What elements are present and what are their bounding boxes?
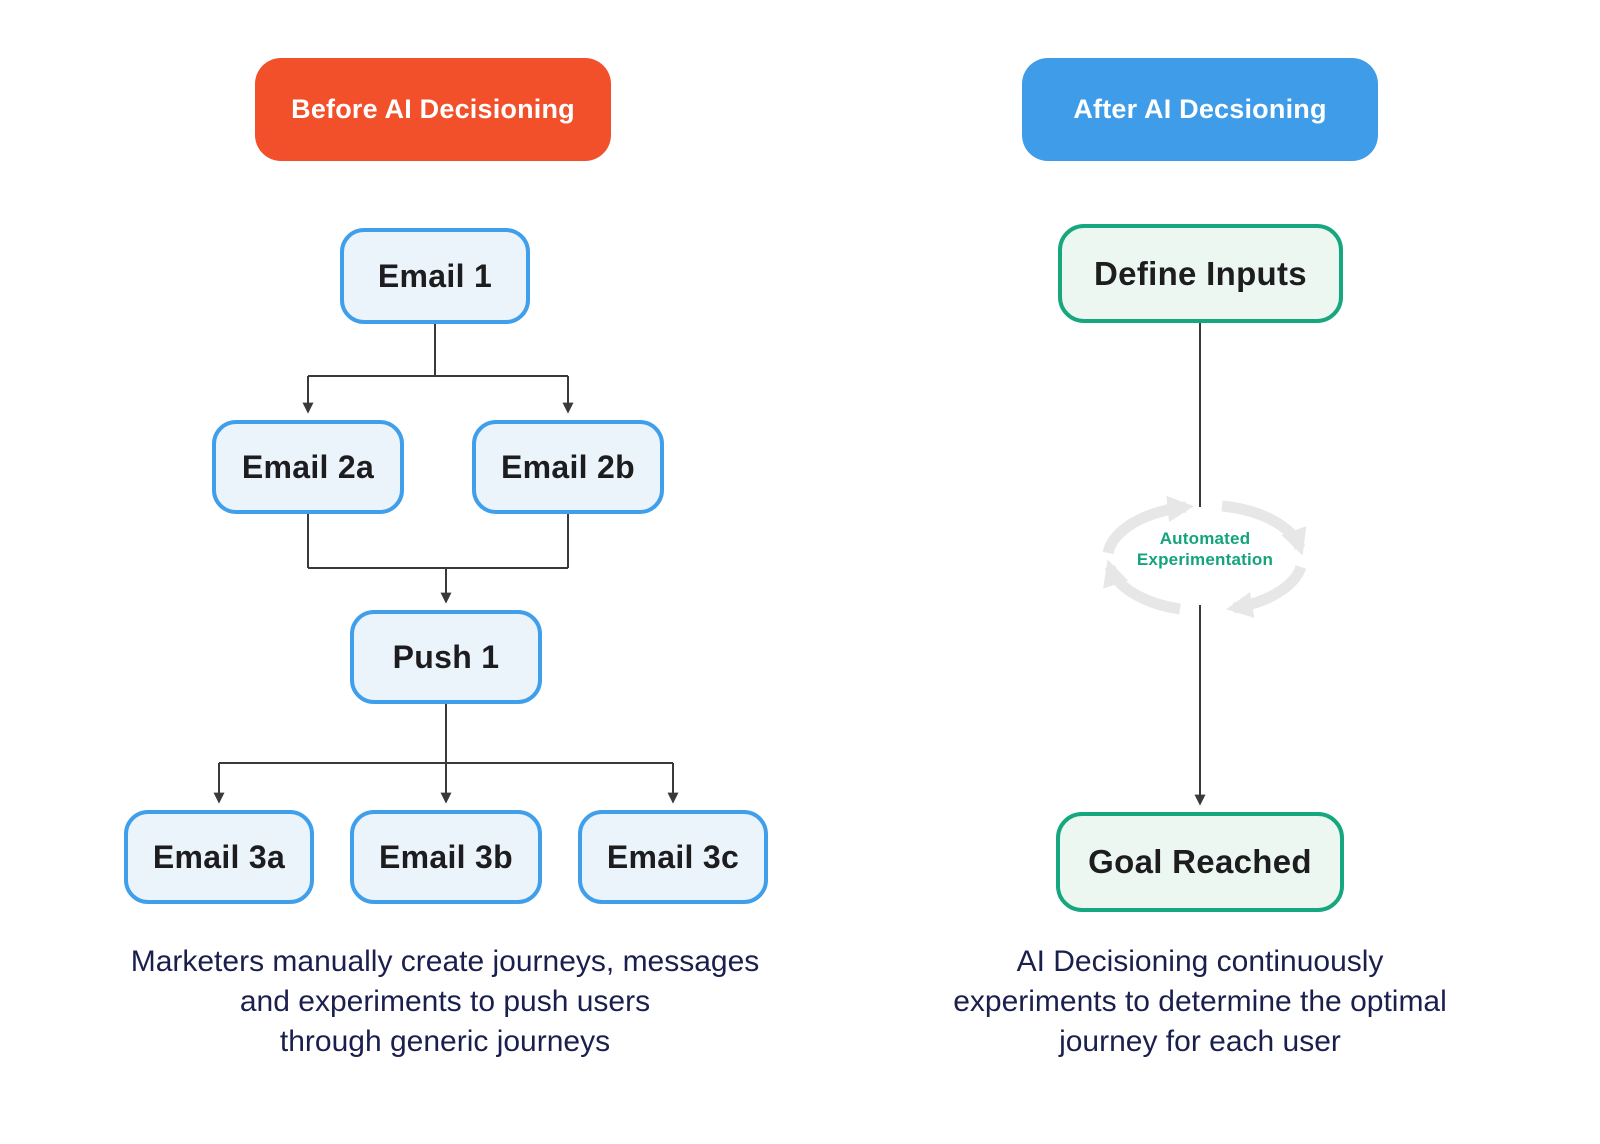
node-email-1-label: Email 1 — [377, 257, 493, 294]
left-caption: Marketers manually create journeys, mess… — [55, 942, 835, 1062]
node-push-1-label: Push 1 — [392, 638, 500, 675]
before-header-label: Before AI Decisioning — [291, 94, 575, 124]
node-email-3a: Email 3a — [124, 810, 314, 904]
node-define-inputs: Define Inputs — [1058, 224, 1343, 323]
node-email-2b-label: Email 2b — [500, 448, 635, 485]
right-caption: AI Decisioning continuously experiments … — [810, 942, 1590, 1062]
after-header-label: After AI Decsioning — [1073, 94, 1327, 124]
node-email-3a-label: Email 3a — [152, 838, 286, 875]
right-caption-line-2: experiments to determine the optimal — [953, 985, 1447, 1018]
node-email-1: Email 1 — [340, 228, 530, 324]
node-email-2a-label: Email 2a — [241, 448, 375, 485]
right-caption-line-3: journey for each user — [1059, 1025, 1341, 1058]
node-email-3b-label: Email 3b — [378, 838, 513, 875]
node-email-2b: Email 2b — [472, 420, 664, 514]
loop-label-line-1: Automated — [1159, 529, 1251, 548]
left-caption-line-1: Marketers manually create journeys, mess… — [130, 945, 760, 978]
node-push-1: Push 1 — [350, 610, 542, 704]
automated-experimentation-label: Automated Experimentation — [1095, 528, 1315, 570]
before-header-badge: Before AI Decisioning — [255, 58, 611, 161]
left-caption-line-3: through generic journeys — [279, 1025, 611, 1058]
node-goal-reached-label: Goal Reached — [1088, 843, 1312, 880]
node-email-3c: Email 3c — [578, 810, 768, 904]
node-goal-reached: Goal Reached — [1056, 812, 1344, 912]
left-caption-line-2: and experiments to push users — [239, 985, 651, 1018]
node-email-2a: Email 2a — [212, 420, 404, 514]
node-email-3b: Email 3b — [350, 810, 542, 904]
after-header-badge: After AI Decsioning — [1022, 58, 1378, 161]
node-define-inputs-label: Define Inputs — [1094, 254, 1307, 292]
loop-label-line-2: Experimentation — [1136, 550, 1274, 569]
node-email-3c-label: Email 3c — [606, 838, 740, 875]
right-caption-line-1: AI Decisioning continuously — [1016, 945, 1384, 978]
